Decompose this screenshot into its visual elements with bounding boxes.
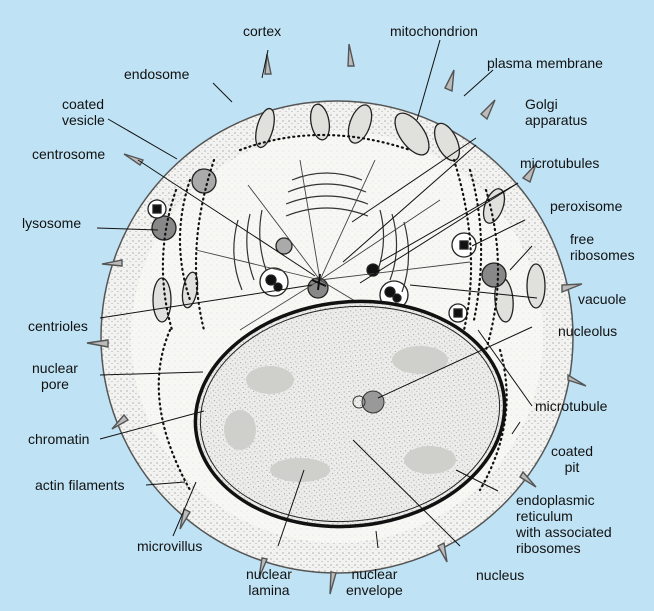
label-centrosome: centrosome: [32, 146, 105, 162]
label-actin-filaments: actin filaments: [35, 477, 124, 493]
label-endosome: endosome: [124, 66, 189, 82]
label-nuclear-pore: nuclear pore: [32, 360, 78, 392]
label-plasma-membrane: plasma membrane: [487, 55, 603, 71]
label-free-ribosomes: free ribosomes: [570, 231, 635, 263]
label-coated-vesicle: coated vesicle: [62, 96, 105, 128]
label-coated-pit: coated pit: [551, 443, 593, 475]
label-centrioles: centrioles: [28, 318, 88, 334]
label-golgi-apparatus: Golgi apparatus: [525, 96, 587, 128]
label-microtubules: microtubules: [520, 155, 599, 171]
label-microvillus: microvillus: [137, 538, 202, 554]
label-lysosome: lysosome: [22, 215, 81, 231]
label-nuclear-lamina: nuclear lamina: [246, 566, 292, 598]
label-cortex: cortex: [243, 23, 281, 39]
label-nuclear-envelope: nuclear envelope: [346, 566, 403, 598]
label-nucleus: nucleus: [476, 567, 524, 583]
label-mitochondrion: mitochondrion: [390, 23, 478, 39]
label-vacuole: vacuole: [578, 291, 626, 307]
label-nucleolus: nucleolus: [558, 323, 617, 339]
label-endoplasmic-reticulum: endoplasmic reticulum with associated ri…: [516, 492, 612, 556]
label-microtubule: microtubule: [535, 398, 607, 414]
label-chromatin: chromatin: [28, 431, 89, 447]
label-peroxisome: peroxisome: [550, 198, 622, 214]
